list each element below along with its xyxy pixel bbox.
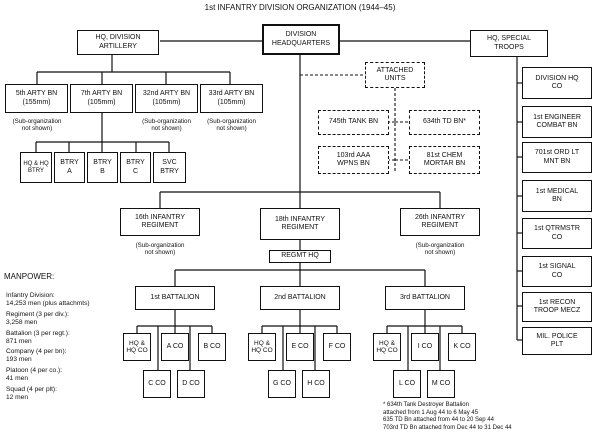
battery-b: BTRY B [87, 152, 118, 183]
special-mil-police: MIL. POLICE PLT [522, 327, 592, 355]
company-i: I CO [411, 333, 439, 361]
company-a: A CO [161, 333, 189, 361]
company-m: M CO [427, 370, 455, 398]
regiment-18th: 18th INFANTRY REGIMENT [260, 208, 340, 240]
regiment-26th: 26th INFANTRY REGIMENT [400, 208, 480, 236]
battery-hq: HQ & HQ BTRY [20, 152, 52, 183]
attached-634th-td-bn: 634th TD BN* [409, 110, 480, 135]
sub-organization-note: (Sub-organization not shown) [207, 118, 256, 133]
sub-organization-note: (Sub-organization not shown) [415, 242, 465, 257]
special-1st-recon: 1st RECON TROOP MECZ [522, 292, 592, 322]
special-1st-qtrmstr: 1st QTRMSTR CO [522, 218, 592, 249]
company-b: B CO [198, 333, 226, 361]
arty-bn-32nd: 32nd ARTY BN (105mm) [135, 84, 198, 113]
attached-745th-tank-bn: 745th TANK BN [318, 110, 389, 135]
regiment-hq: REGMT HQ [269, 250, 331, 263]
special-1st-medical: 1st MEDICAL BN [522, 180, 592, 212]
company-hq: HQ & HQ CO [123, 333, 151, 361]
company-g: G CO [268, 370, 296, 398]
manpower-battalion: Battalion (3 per regt.): 871 men [6, 329, 70, 345]
battery-c: BTRY C [120, 152, 151, 183]
sub-organization-note: (Sub-organization not shown) [142, 118, 191, 133]
regiment-16th: 16th INFANTRY REGIMENT [120, 208, 200, 236]
special-division-hq-co: DIVISION HQ CO [522, 67, 592, 99]
battery-svc: SVC BTRY [153, 152, 186, 183]
company-l: L CO [393, 370, 421, 398]
attached-81st-chem: 81st CHEM MORTAR BN [409, 146, 480, 174]
special-1st-signal: 1st SIGNAL CO [522, 256, 592, 287]
chart-title: 1st INFANTRY DIVISION ORGANIZATION (1944… [204, 3, 396, 12]
battalion-1st: 1st BATTALION [135, 286, 215, 310]
arty-bn-33rd: 33rd ARTY BN (105mm) [200, 84, 263, 113]
company-e: E CO [286, 333, 314, 361]
arty-bn-5th: 5th ARTY BN (155mm) [5, 84, 68, 113]
battery-a: BTRY A [54, 152, 85, 183]
sub-organization-note: (Sub-organization not shown) [12, 118, 62, 133]
company-hq: HQ & HQ CO [373, 333, 401, 361]
division-headquarters: DIVISION HEADQUARTERS [262, 24, 340, 55]
sub-organization-note: (Sub-organization not shown) [135, 242, 185, 257]
manpower-squad: Squad (4 per plt): 12 men [6, 386, 57, 401]
company-h: H CO [302, 370, 330, 398]
company-c: C CO [143, 370, 171, 398]
hq-special-troops: HQ, SPECIAL TROOPS [470, 30, 548, 57]
manpower-platoon: Platoon (4 per co.): 41 men [6, 367, 63, 383]
attached-units: ATTACHED UNITS [365, 62, 425, 88]
battalion-3rd: 3rd BATTALION [385, 286, 465, 310]
special-1st-engineer: 1st ENGINEER COMBAT BN [522, 106, 592, 138]
attachment-connectors [300, 74, 409, 172]
footnote: * 634th Tank Destroyer Battalion attache… [383, 402, 512, 431]
company-hq: HQ & HQ CO [248, 333, 276, 361]
arty-bn-7th: 7th ARTY BN (105mm) [70, 84, 133, 113]
attached-103rd-aaa: 103rd AAA WPNS BN [318, 146, 389, 174]
battalion-2nd: 2nd BATTALION [260, 286, 340, 310]
solid-connectors [35, 40, 522, 370]
company-d: D CO [177, 370, 205, 398]
manpower-list: Infantry Division: 14,253 men (plus atta… [6, 292, 90, 405]
manpower-company: Company (4 per bn): 193 men [6, 348, 67, 364]
company-f: F CO [323, 333, 351, 361]
special-701st-ord: 701st ORD LT MNT BN [522, 142, 592, 173]
hq-division-artillery: HQ, DIVISION ARTILLERY [77, 30, 159, 55]
manpower-division: Infantry Division: 14,253 men (plus atta… [6, 292, 90, 307]
company-k: K CO [448, 333, 476, 361]
manpower-regiment: Regiment (3 per div.): 3,258 men [6, 310, 69, 326]
manpower-heading: MANPOWER: [4, 272, 55, 281]
